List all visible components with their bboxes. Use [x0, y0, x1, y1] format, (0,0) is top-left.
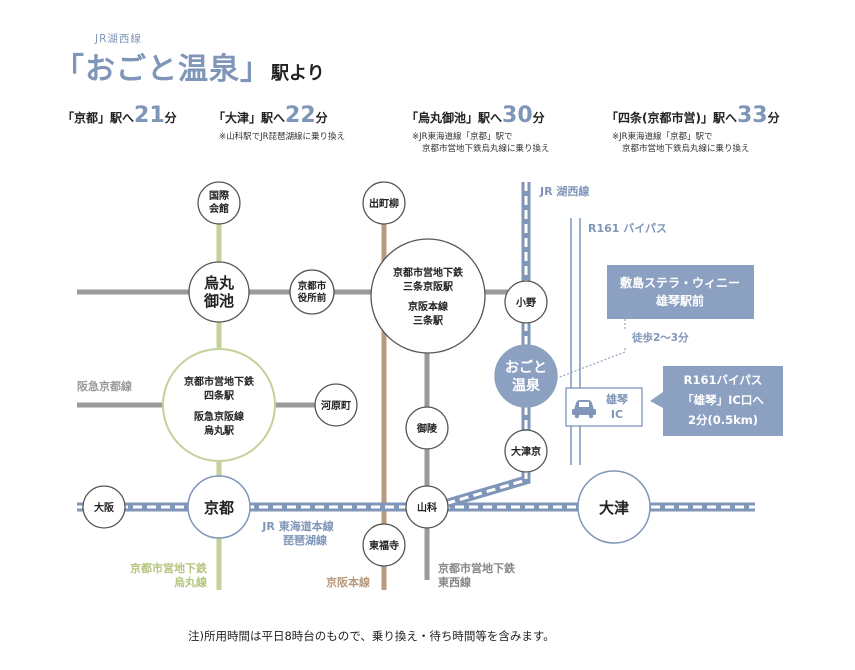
- page-title: 「おごと温泉」駅より: [54, 44, 325, 88]
- station-label: 河原町: [321, 400, 351, 412]
- station-label: 出町柳: [369, 197, 399, 210]
- station-label: 京都市: [298, 280, 327, 292]
- station-label: 京都市営地下鉄: [393, 266, 463, 279]
- title-station: 「おごと温泉」: [54, 52, 271, 87]
- stella-location: 雄琴駅前: [655, 293, 704, 308]
- station-label: 大阪: [94, 501, 115, 514]
- line-label-r161: R161 バイパス: [588, 222, 667, 235]
- station-label: 京都市営地下鉄: [184, 375, 254, 388]
- station-label: 烏丸駅: [204, 424, 235, 437]
- station-label: 四条駅: [204, 389, 235, 402]
- station-label: 国際: [209, 189, 229, 202]
- station-label: 烏丸: [204, 274, 235, 292]
- time-shijo: 「四条(京都市営)」駅へ33分 ※JR東海道線「京都」駅で 京都市営地下鉄烏丸線…: [606, 103, 780, 154]
- station-shijo: [162, 348, 276, 462]
- station-label: 御池: [203, 292, 234, 310]
- walk-label: 徒歩2〜3分: [631, 331, 689, 344]
- station-label: 会館: [209, 202, 229, 215]
- station-yamashina: [405, 485, 449, 529]
- station-kawaramachi: [314, 383, 358, 427]
- station-demachi: [362, 181, 406, 225]
- time-note: 京都市営地下鉄烏丸線に乗り換え: [622, 144, 750, 154]
- bypass-callout: [663, 366, 783, 436]
- time-otsu: 「大津」駅へ22分 ※山科駅でJR琵琶湖線に乗り換え: [213, 103, 346, 142]
- line-label-tozai: 京都市営地下鉄: [438, 561, 516, 575]
- station-osaka: [82, 485, 126, 529]
- walk-path: [556, 348, 626, 379]
- stations: [82, 181, 651, 567]
- line-label-tozai: 東西線: [438, 575, 471, 589]
- time-note: ※JR東海道線「京都」駅で: [412, 132, 513, 142]
- station-kyoto: [187, 475, 251, 539]
- station-ogoto: [494, 344, 558, 408]
- station-label: 温泉: [512, 377, 541, 394]
- station-sanjo: [370, 238, 486, 354]
- station-label: 阪急京阪線: [194, 410, 244, 423]
- time-note: ※JR東海道線「京都」駅で: [612, 132, 713, 142]
- footnote: 注)所用時間は平日8時台のもので、乗り換え・待ち時間等を含みます。: [188, 629, 555, 643]
- station-label: 御陵: [416, 422, 438, 435]
- time-note: 京都市営地下鉄烏丸線に乗り換え: [422, 144, 550, 154]
- title-suffix: 駅より: [271, 63, 325, 84]
- station-otsu: [577, 470, 651, 544]
- line-label-tokaido: JR 東海道本線: [261, 519, 333, 533]
- line-label-karasuma: 京都市営地下鉄: [130, 561, 208, 575]
- station-label: 三条駅: [413, 314, 444, 327]
- time-karasuma-oike: 「烏丸御池」駅へ30分 ※JR東海道線「京都」駅で 京都市営地下鉄烏丸線に乗り換…: [406, 103, 550, 154]
- stella-callout: [607, 265, 754, 319]
- bypass-callout-pointer: [650, 392, 663, 408]
- station-tofukuji: [362, 523, 406, 567]
- station-label: 京阪本線: [408, 300, 448, 313]
- station-label: 小野: [515, 296, 536, 309]
- line-label-keihan: 京阪本線: [326, 575, 370, 589]
- station-label: 大津: [599, 499, 629, 517]
- ic-label: IC: [611, 408, 623, 421]
- kosei-connector-dash: [447, 470, 528, 505]
- station-label: 三条京阪駅: [403, 280, 454, 293]
- stella-name: 敷島ステラ・ウィニー: [620, 275, 740, 290]
- station-ono: [504, 280, 548, 324]
- line-label-karasuma: 烏丸線: [174, 575, 207, 589]
- line-label-hankyu: 阪急京都線: [77, 379, 132, 393]
- station-label: 役所前: [297, 292, 327, 304]
- station-label: 京都: [204, 499, 234, 517]
- station-shiyakusho: [289, 269, 335, 315]
- station-misasagi: [405, 406, 449, 450]
- time-kyoto: 「京都」駅へ21分: [62, 103, 177, 128]
- bypass-label: 「雄琴」IC口へ: [682, 393, 764, 407]
- line-name: JR湖西線: [95, 33, 142, 45]
- station-label: 山科: [417, 501, 437, 514]
- car-icon: [572, 400, 596, 419]
- station-otsukyo: [504, 429, 548, 473]
- line-label-biwako: 琵琶湖線: [283, 533, 327, 547]
- station-kokusai: [197, 181, 241, 225]
- bypass-label: 2分(0.5km): [688, 413, 758, 427]
- station-label: 東福寺: [369, 539, 399, 552]
- station-karasuma-oike: [188, 261, 250, 323]
- bypass-label: R161バイパス: [684, 373, 763, 387]
- station-label: 大津京: [511, 445, 541, 458]
- station-label: おごと: [505, 359, 547, 376]
- ic-name: 雄琴: [605, 392, 628, 406]
- line-label-kosei: JR 湖西線: [539, 184, 589, 198]
- time-note: ※山科駅でJR琵琶湖線に乗り換え: [219, 132, 346, 142]
